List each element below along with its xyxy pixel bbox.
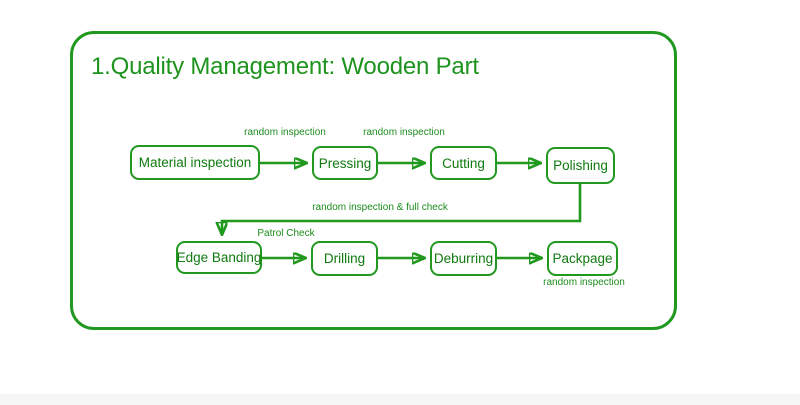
node-edge-banding: Edge Banding <box>176 241 262 274</box>
node-polishing-label: Polishing <box>553 158 608 173</box>
node-deburring-label: Deburring <box>433 251 494 266</box>
edge-label-random-inspection-full-check: random inspection & full check <box>312 202 448 213</box>
edge-label-random-inspection-2: random inspection <box>363 127 445 138</box>
node-material-inspection-label: Material inspection <box>138 155 252 170</box>
edge-label-patrol-check: Patrol Check <box>257 228 315 239</box>
bottom-strip <box>0 394 800 405</box>
node-drilling-label: Drilling <box>323 251 366 266</box>
node-deburring: Deburring <box>430 241 497 276</box>
node-cutting: Cutting <box>430 146 497 180</box>
node-polishing: Polishing <box>546 147 615 184</box>
edge-label-random-inspection-1: random inspection <box>244 127 326 138</box>
node-cutting-label: Cutting <box>442 155 485 171</box>
node-packpage-label: Packpage <box>552 251 613 266</box>
node-pressing: Pressing <box>312 146 378 180</box>
edge-label-random-inspection-3: random inspection <box>543 277 625 288</box>
node-drilling: Drilling <box>311 241 378 276</box>
node-edge-banding-label: Edge Banding <box>176 250 262 265</box>
diagram-title: 1.Quality Management: Wooden Part <box>91 53 479 80</box>
node-material-inspection: Material inspection <box>130 145 260 180</box>
node-pressing-label: Pressing <box>318 155 372 171</box>
node-packpage: Packpage <box>547 241 618 276</box>
